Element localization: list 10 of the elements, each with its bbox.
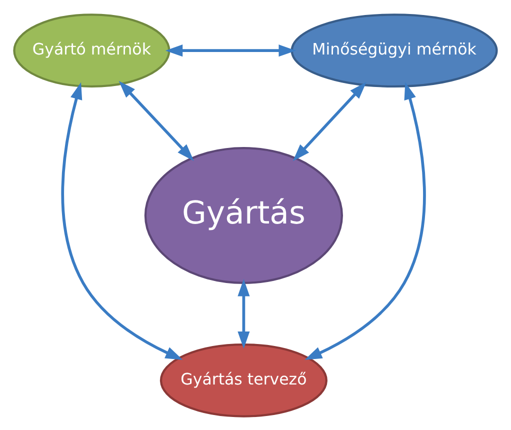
arrow [238, 278, 250, 348]
node-ellipse: Gyártás [144, 146, 343, 284]
arrow [118, 80, 194, 160]
arrow [165, 44, 296, 56]
node-ellipse: Gyártó mérnök [13, 13, 170, 88]
arrow [304, 82, 426, 360]
node-ellipse: Minőségügyi mérnök [290, 13, 498, 88]
arrow [61, 82, 183, 360]
arrow [292, 82, 366, 161]
node-ellipse: Gyártás tervező [160, 343, 328, 417]
